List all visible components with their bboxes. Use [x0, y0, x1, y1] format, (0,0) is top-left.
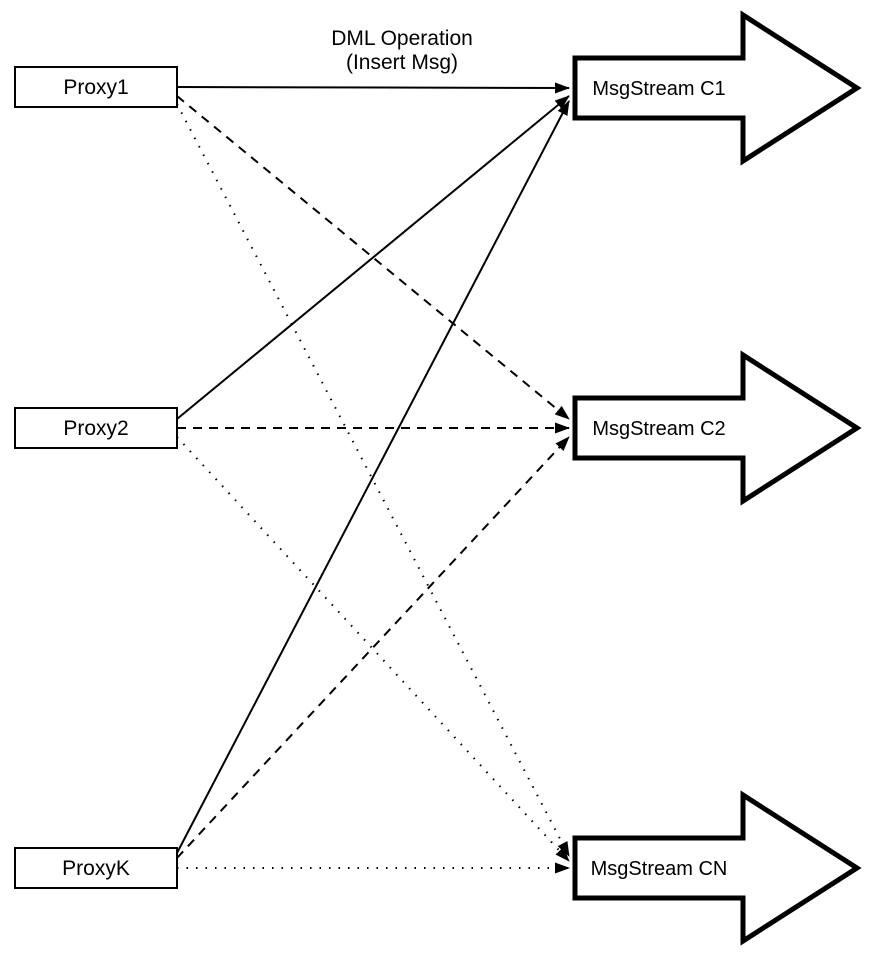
edge-proxy1-to-msgstream-c2 — [176, 95, 570, 420]
msgstream-cn-label: MsgStream CN — [591, 858, 728, 880]
node-proxy2: Proxy2 — [14, 407, 178, 449]
proxy2-box — [14, 407, 178, 449]
edge-proxy1-to-msgstream-cn — [176, 103, 570, 857]
proxy1-label: Proxy1 — [63, 76, 128, 99]
annotation-line2: (Insert Msg) — [346, 51, 458, 74]
msgstream-c2-arrow-shape — [572, 350, 862, 506]
edge-proxy2-to-msgstream-cn — [176, 436, 570, 862]
proxyk-label: ProxyK — [62, 857, 130, 880]
node-proxy1: Proxy1 — [14, 66, 178, 108]
node-msgstream-c2: MsgStream C2 — [572, 350, 862, 506]
msgstream-c2-label: MsgStream C2 — [592, 418, 725, 440]
edge-proxy1-to-msgstream-c1 — [176, 82, 570, 94]
edge-proxy2-to-msgstream-c1 — [176, 95, 570, 420]
msgstream-cn-arrow-shape — [572, 790, 862, 946]
proxyk-box — [14, 847, 178, 889]
annotation-line1: DML Operation — [331, 27, 473, 50]
msgstream-c1-label: MsgStream C1 — [592, 78, 725, 100]
proxy2-label: Proxy2 — [63, 417, 128, 440]
msgstream-c1-arrow-shape — [572, 10, 862, 166]
node-msgstream-c1: MsgStream C1 — [572, 10, 862, 166]
annotation-dml-operation: DML Operation (Insert Msg) — [331, 27, 473, 74]
proxy1-box — [14, 66, 178, 108]
node-proxyk: ProxyK — [14, 847, 178, 889]
edge-proxyk-to-msgstream-c1 — [176, 100, 570, 854]
node-msgstream-cn: MsgStream CN — [572, 790, 862, 946]
